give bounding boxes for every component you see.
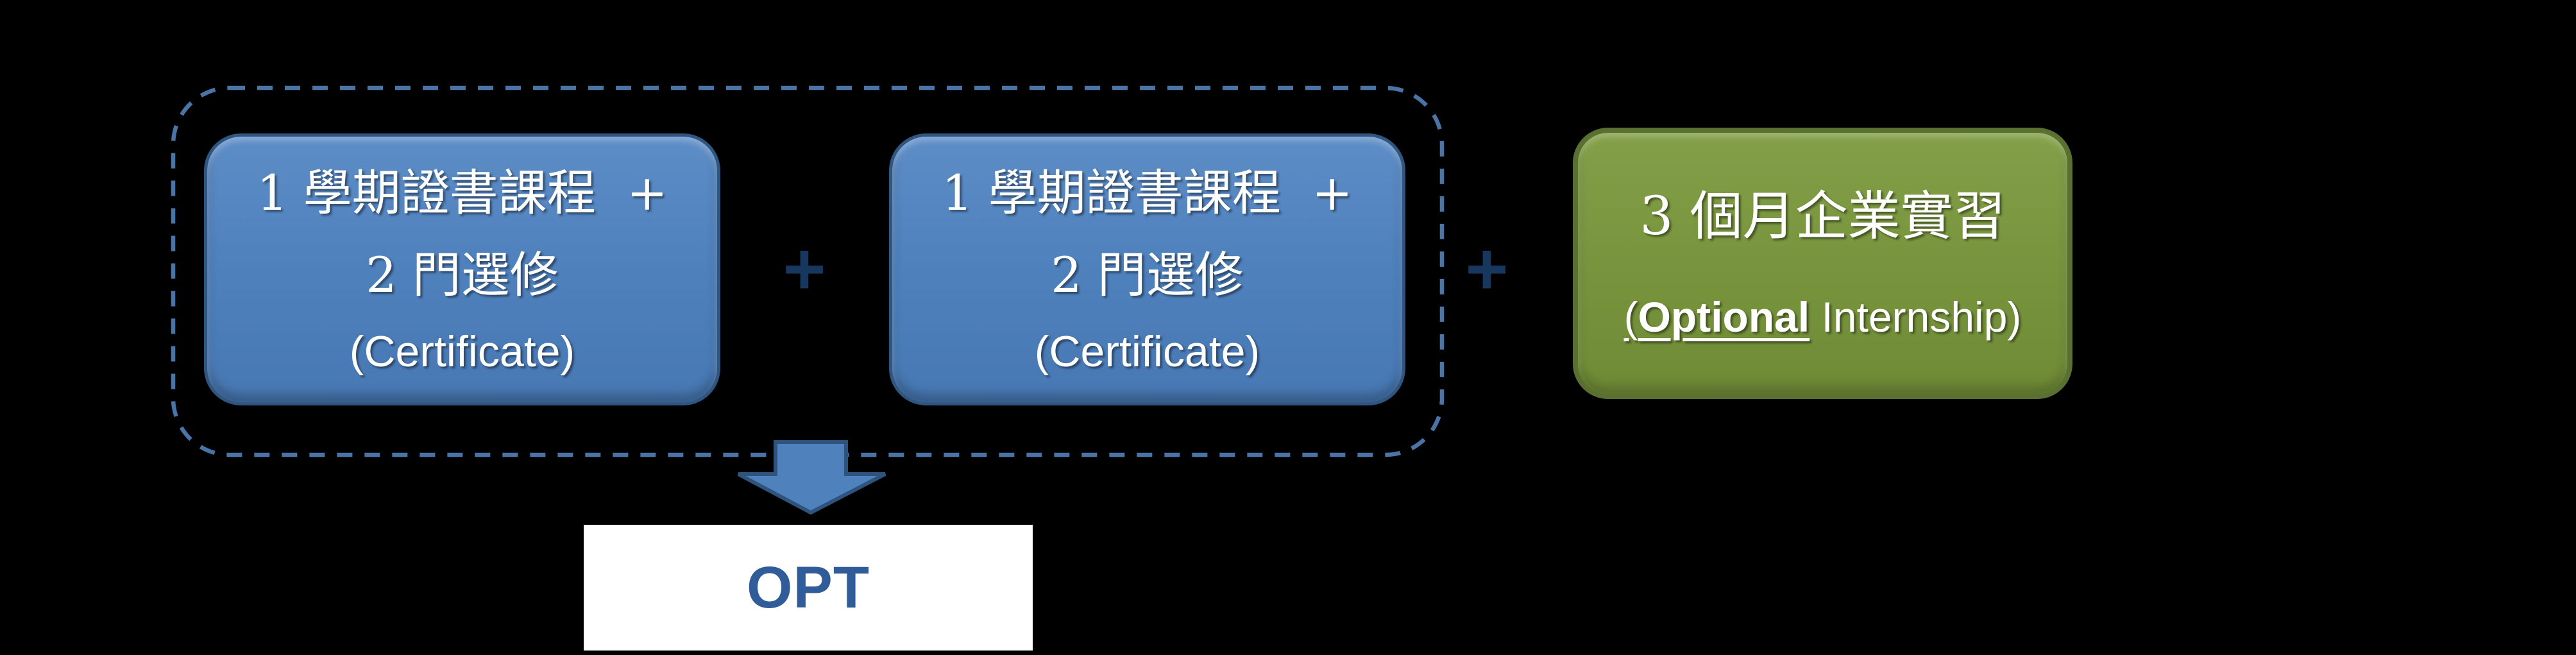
down-arrow-shape [737,440,886,515]
certificate-box-2-line3: (Certificate) [1034,327,1260,376]
optional-paren: ( [1623,293,1638,341]
internship-box-line2: (Optional Internship) [1624,288,2022,346]
certificate-box-2: 1 學期證書課程 + 2 門選修 (Certificate) [889,133,1405,405]
internship-box-line1: 3 個月企業實習 [1640,185,2006,247]
opt-box: OPT [584,525,1033,651]
optional-word: Optional [1638,293,1810,341]
certificate-box-2-line1: 1 學期證書課程 + [942,164,1353,221]
opt-label: OPT [746,554,870,620]
certificate-box-1: 1 學期證書課程 + 2 門選修 (Certificate) [204,133,720,405]
certificate-box-1-line1: 1 學期證書課程 + [257,164,668,221]
certificate-box-2-line2: 2 門選修 [1051,246,1244,303]
plus-separator-2: + [1465,228,1509,310]
internship-box: 3 個月企業實習 (Optional Internship) [1573,128,2072,399]
internship-rest: Internship) [1809,293,2022,341]
optional-underlined-group: (Optional [1624,293,1810,341]
certificate-box-1-line3: (Certificate) [349,327,575,376]
down-arrow-icon [737,440,886,515]
plus-separator-1: + [783,228,826,310]
certificate-box-1-line2: 2 門選修 [366,246,559,303]
